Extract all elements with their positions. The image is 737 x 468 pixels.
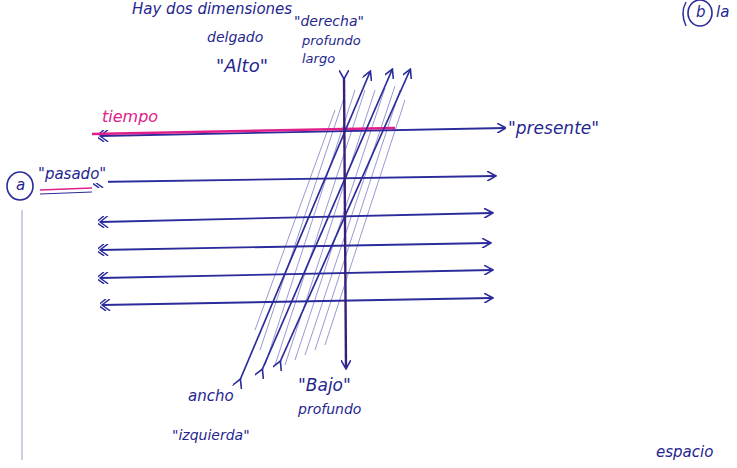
axis-label: delgado (205, 30, 265, 45)
time-label: tiempo (100, 108, 160, 126)
axis-label: "Alto" (214, 56, 270, 76)
heading-note: Hay dos dimensiones (130, 1, 294, 18)
section-letter: b (694, 4, 708, 21)
section-letter: a (14, 177, 27, 194)
axis-label: "derecha" (292, 14, 366, 29)
axis-label: "presente" (506, 119, 601, 138)
section-note: la (714, 4, 731, 21)
axis-label: profundo (296, 402, 363, 417)
section-note: espacio (654, 444, 715, 461)
axis-label: profundo (300, 34, 363, 48)
axis-label: "Bajo" (296, 376, 353, 395)
axis-label: "pasado" (36, 166, 108, 183)
axis-label: "izquierda" (170, 428, 252, 443)
axis-label: ancho (186, 388, 236, 405)
axis-label: largo (300, 52, 337, 66)
